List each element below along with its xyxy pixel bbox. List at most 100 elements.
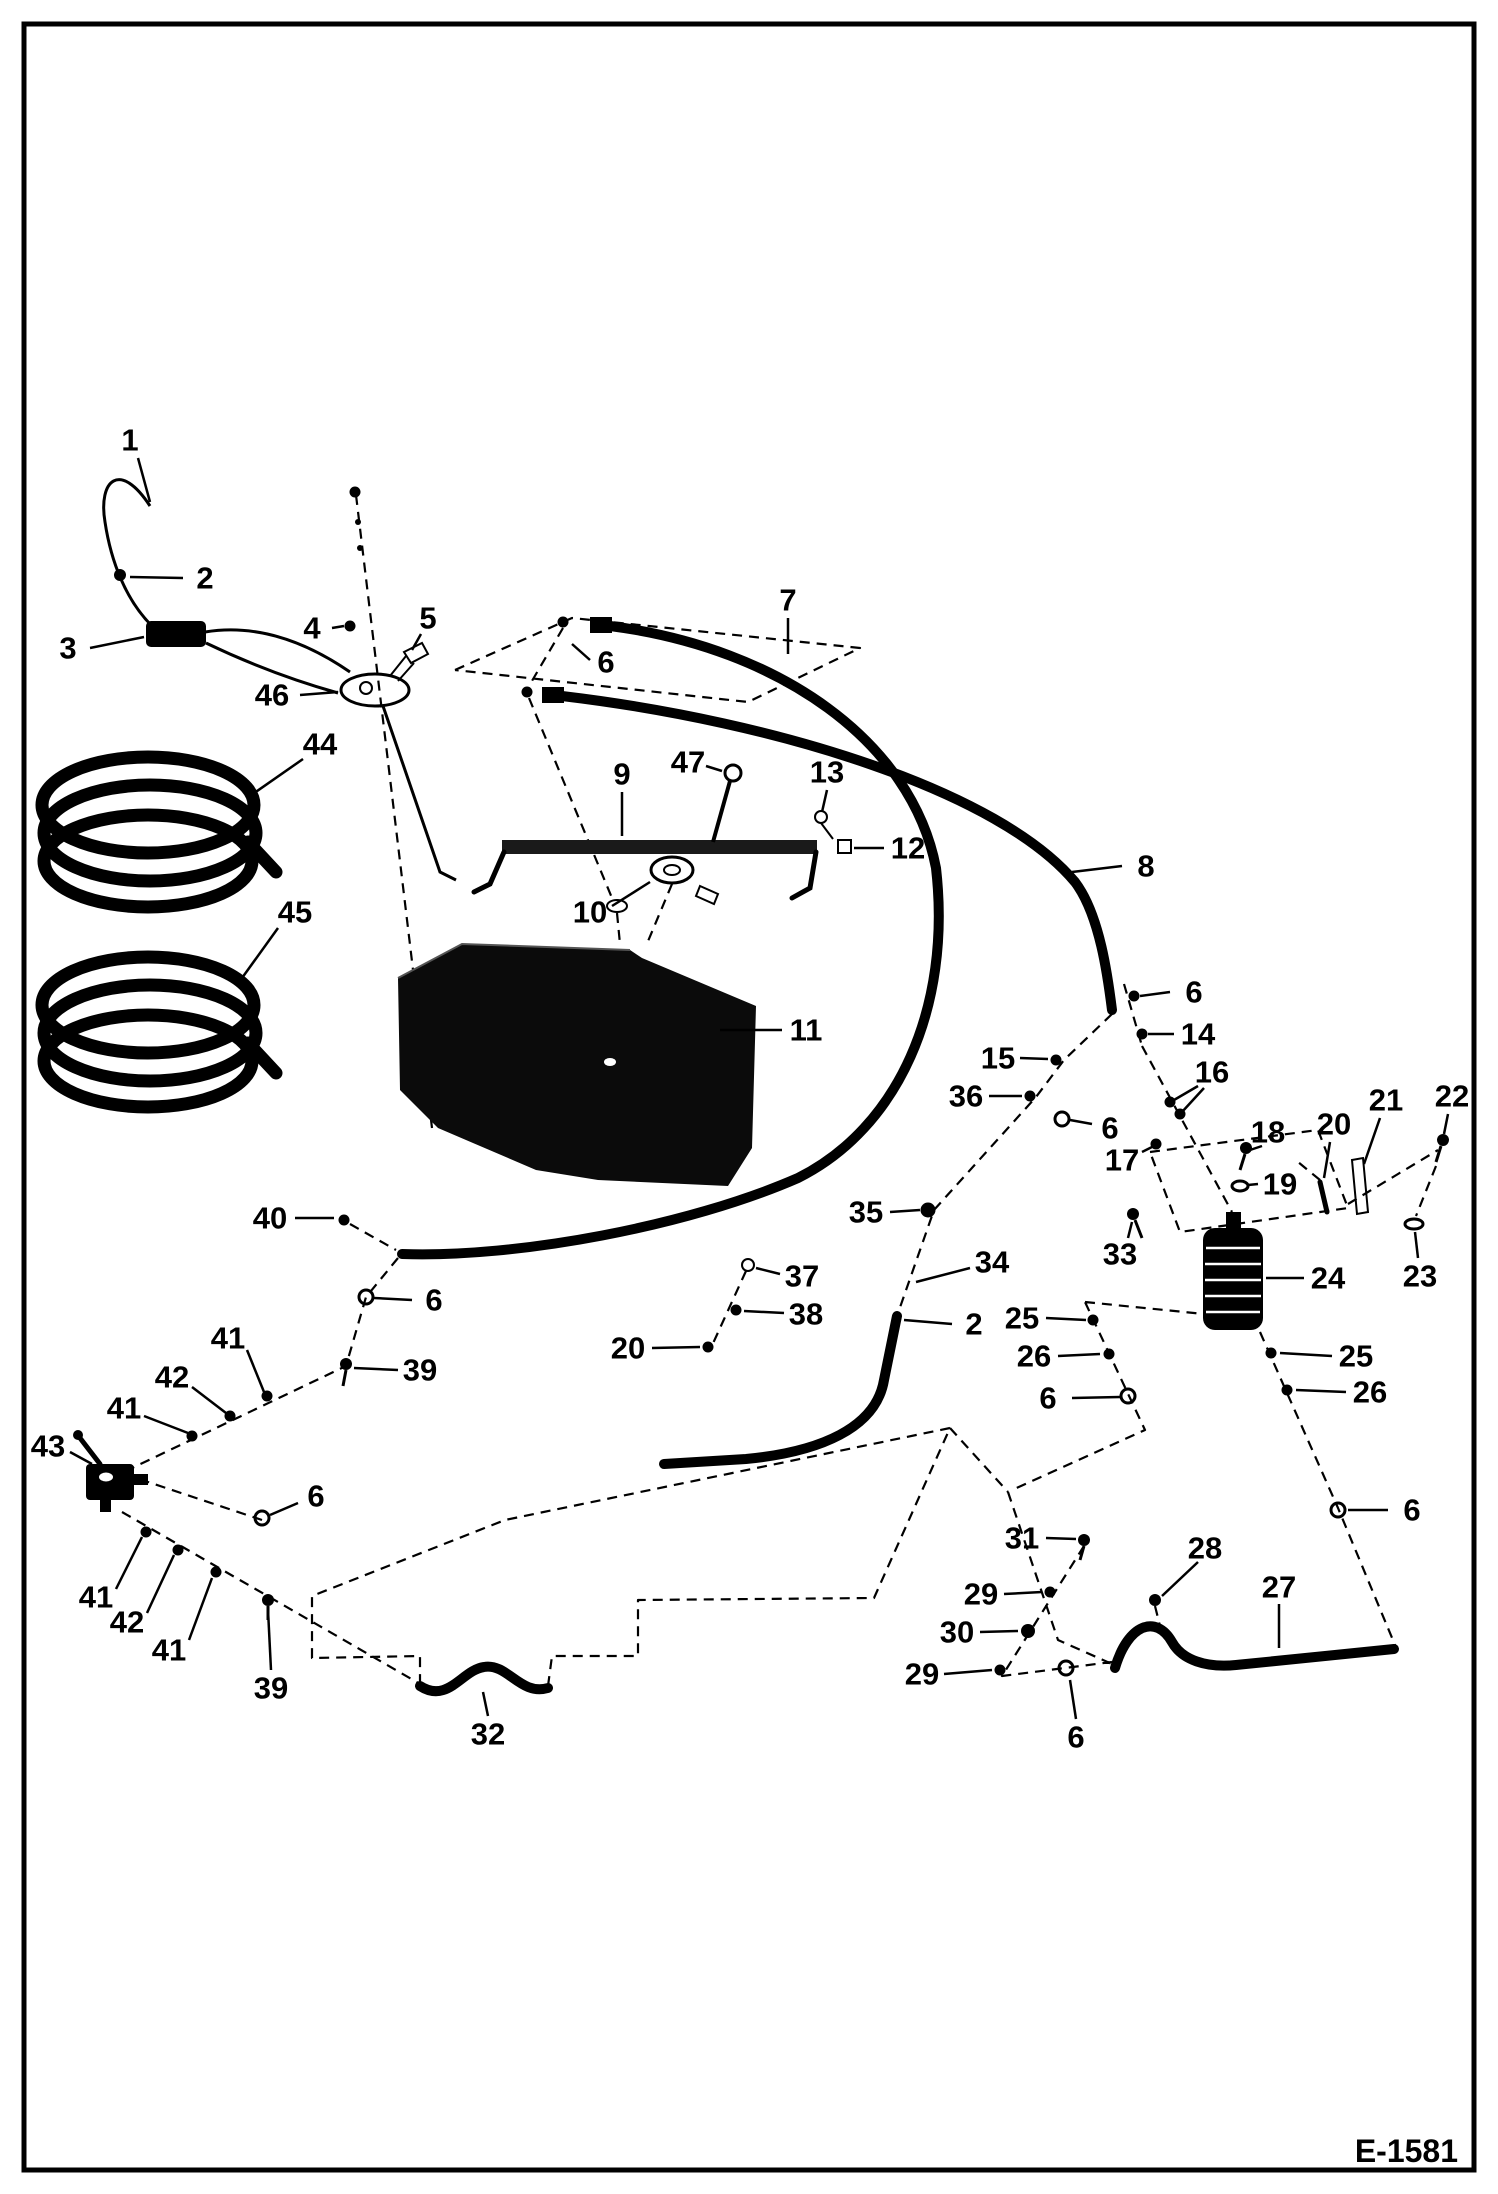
screw-part-47	[723, 763, 743, 783]
part-number-label: 6	[307, 1479, 324, 1514]
part-number-label: 32	[471, 1717, 505, 1752]
bolt-28	[1149, 1594, 1161, 1606]
fitting-30	[1021, 1624, 1035, 1638]
washer-6-filter-right	[1329, 1501, 1347, 1519]
screw-box-a	[557, 616, 569, 628]
leader-line	[1322, 1141, 1332, 1179]
part-number-label: 18	[1251, 1115, 1285, 1150]
part-number-label: 16	[1195, 1055, 1229, 1090]
part-number-label: 41	[107, 1391, 141, 1426]
leader-line	[1003, 1590, 1043, 1596]
sender-float-rod	[381, 705, 457, 882]
leader-line	[1019, 1056, 1049, 1061]
leader-line	[136, 457, 152, 503]
part-number-label: 35	[849, 1195, 883, 1230]
pin-21	[1350, 1156, 1370, 1216]
part-number-label: 27	[1262, 1570, 1296, 1605]
coiled-hose-45	[35, 950, 283, 1114]
washer-6-hose-end	[357, 1288, 375, 1306]
part-number-label: 15	[981, 1041, 1015, 1076]
part-number-label: 14	[1181, 1017, 1216, 1052]
bolt-33	[1127, 1208, 1139, 1220]
leader-line	[129, 575, 184, 580]
nut-20-left	[702, 1341, 714, 1353]
leader-line	[269, 1501, 299, 1517]
leader-line	[1045, 1316, 1087, 1322]
nut-29-b	[994, 1664, 1006, 1676]
screw-part-13	[814, 810, 828, 824]
part-number-label: 20	[1317, 1107, 1351, 1142]
nut-41-c	[140, 1526, 152, 1538]
leader-line	[89, 635, 145, 650]
bolt-22	[1437, 1134, 1449, 1146]
fuel-tank	[397, 899, 756, 1186]
leader-line	[1071, 864, 1123, 874]
bolt-39-upper	[340, 1358, 352, 1370]
fuel-hose-elbow-2	[659, 1311, 902, 1469]
leader-line	[1295, 1388, 1347, 1394]
leader-line	[755, 1266, 781, 1276]
part-number-label: 36	[949, 1079, 983, 1114]
fuel-hose-27	[1110, 1621, 1399, 1673]
part-number-label: 44	[303, 727, 338, 762]
ball-35	[920, 1202, 936, 1218]
part-number-label: 29	[964, 1577, 998, 1612]
nut-14	[1136, 1028, 1148, 1040]
leader-line	[705, 764, 723, 773]
nut-42-a	[224, 1410, 236, 1422]
fuel-filter	[1203, 1212, 1263, 1330]
leader-line	[820, 789, 829, 813]
part-number-label: 28	[1188, 1531, 1222, 1566]
leader-line	[69, 1450, 93, 1466]
leader-line	[1045, 1536, 1077, 1541]
grommet-part-2	[114, 569, 126, 581]
drawing-number: E-1581	[1355, 2133, 1458, 2169]
part-number-label: 26	[1353, 1375, 1387, 1410]
leader-line	[187, 1577, 214, 1641]
part-number-label: 6	[425, 1283, 442, 1318]
part-number-label: 30	[940, 1615, 974, 1650]
wire-harness-group	[102, 478, 363, 695]
small-fittings	[140, 616, 1449, 1677]
washer-6-filter-left	[1119, 1387, 1137, 1405]
nut-40	[338, 1214, 350, 1226]
washer-6-bottom	[1057, 1659, 1075, 1677]
leader-line	[299, 690, 339, 697]
bracket-part-5	[402, 641, 430, 665]
part-number-label: 39	[254, 1671, 288, 1706]
leader-line	[915, 1266, 971, 1284]
leader-line	[1071, 1395, 1121, 1400]
page-border	[21, 21, 1477, 2173]
part-number-label: 13	[810, 755, 844, 790]
part-number-label: 7	[779, 583, 796, 618]
part-number-label: 9	[613, 757, 630, 792]
part-number-label: 1	[121, 423, 138, 458]
part-number-label: 6	[597, 645, 614, 680]
leader-line	[571, 643, 591, 661]
part-number-label: 42	[155, 1360, 189, 1395]
leader-line	[979, 1629, 1019, 1634]
part-number-label: 34	[975, 1245, 1010, 1280]
part-number-label: 37	[785, 1259, 819, 1294]
leader-line	[114, 1536, 144, 1590]
nut-25-left	[1087, 1314, 1099, 1326]
nut-41-d	[210, 1566, 222, 1578]
nut-42-b	[172, 1544, 184, 1556]
part-number-label: 47	[671, 745, 705, 780]
part-number-label: 6	[1067, 1720, 1084, 1755]
pin-20	[1317, 1179, 1330, 1215]
part-number-label: 20	[611, 1331, 645, 1366]
part-number-label: 39	[403, 1353, 437, 1388]
part-number-label: 25	[1339, 1339, 1373, 1374]
washer-23	[1403, 1217, 1425, 1231]
part-number-label: 6	[1403, 1493, 1420, 1528]
nut-29-a	[1044, 1586, 1056, 1598]
leader-line	[245, 1349, 266, 1393]
leader-line	[1249, 1144, 1263, 1152]
part-number-label: 5	[419, 601, 436, 636]
screw-part-4	[344, 620, 356, 632]
nut-part-12	[837, 839, 852, 854]
leader-line	[1068, 1679, 1078, 1720]
